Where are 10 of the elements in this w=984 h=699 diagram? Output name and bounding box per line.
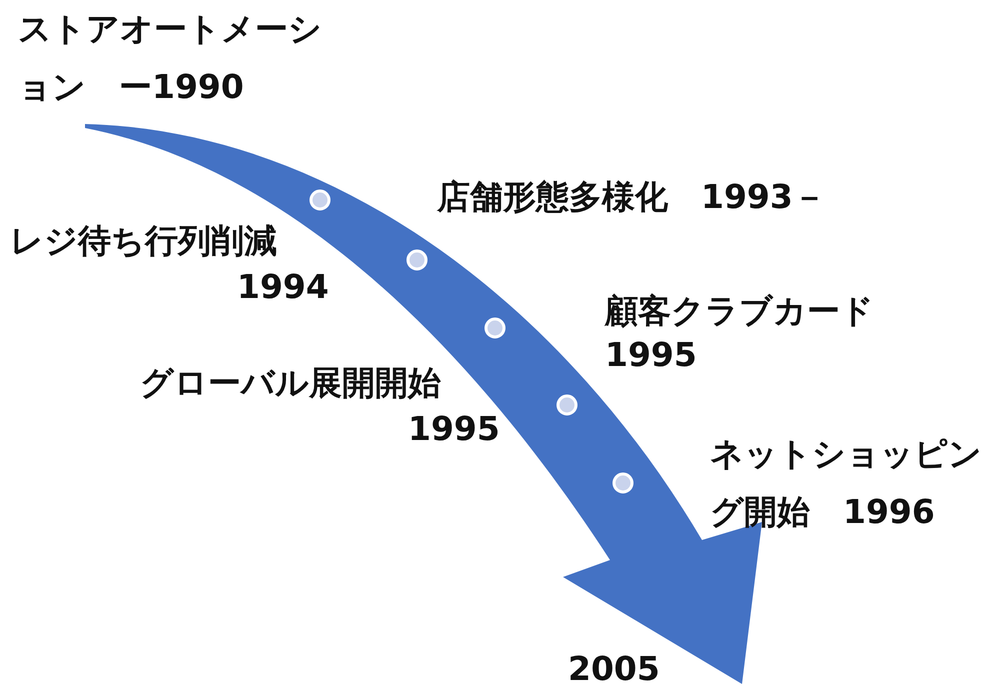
timeline-label: レジ待ち行列削減 xyxy=(10,220,277,262)
timeline-label: グローバル展開開始 xyxy=(140,362,441,404)
timeline-label: ネットショッピング開始 1996 xyxy=(710,433,982,533)
timeline-label: 顧客クラブカード xyxy=(605,290,874,332)
timeline-label: 2005 xyxy=(568,648,660,690)
timeline-label: 1995 xyxy=(605,334,697,376)
timeline-label: 1995 xyxy=(408,408,500,450)
timeline-label: ストアオートメーション ー1990 xyxy=(18,8,323,108)
timeline-label: 1994 xyxy=(237,266,329,308)
timeline-label: 店舗形態多様化 1993－ xyxy=(437,176,826,218)
